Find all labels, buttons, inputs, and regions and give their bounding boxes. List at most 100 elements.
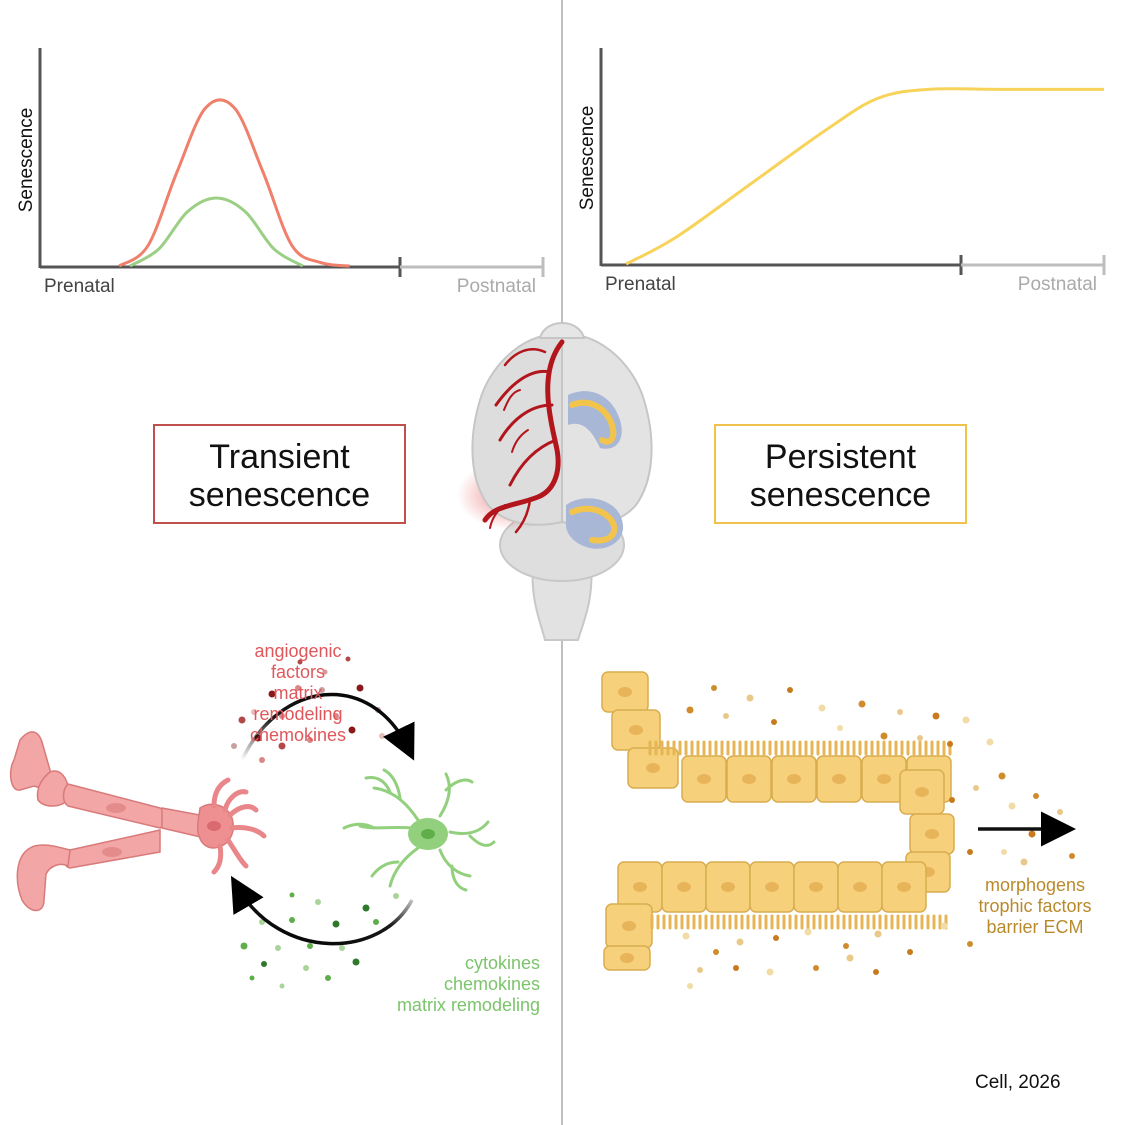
secreted-factor-dot	[687, 983, 693, 989]
label-item: chemokines	[443, 974, 540, 994]
secreted-factor-dot	[907, 949, 913, 955]
secreted-factor-dot	[818, 704, 826, 712]
secreted-factor-dot	[1069, 853, 1075, 859]
secreted-factor-dot	[940, 922, 948, 930]
cell-nucleus	[629, 725, 643, 735]
label-item: chemokines	[249, 725, 347, 745]
secreted-factor-dot	[897, 709, 903, 715]
olfactory-bulbs	[538, 322, 586, 339]
series-green-curve	[129, 196, 304, 268]
cell-nucleus	[897, 882, 911, 892]
secreted-factor-dot	[917, 735, 923, 741]
epithelium-secretion-labels: morphogens trophic factors barrier ECM	[955, 875, 1115, 938]
secreted-factor-dot	[711, 685, 717, 691]
secreted-factor-dot	[932, 712, 940, 720]
y-axis-label: Senescence	[16, 108, 37, 213]
cell-nucleus	[765, 882, 779, 892]
secreted-factor-dot	[736, 938, 744, 946]
secreted-factor-dot	[880, 732, 888, 740]
red-dots	[231, 656, 385, 763]
secreted-factor-dot	[873, 969, 879, 975]
secreted-factor-dot	[733, 965, 739, 971]
y-axis-label: Senescence	[577, 106, 598, 211]
label-item: morphogens	[984, 875, 1086, 895]
secreted-factor-dot	[947, 741, 953, 747]
secreted-factor-dot	[787, 687, 793, 693]
label-item: trophic factors	[978, 896, 1092, 916]
epithelium	[601, 671, 955, 971]
secreted-factor-dot	[843, 943, 849, 949]
neuron-nucleus	[421, 829, 435, 839]
vasculature	[482, 339, 565, 534]
secreted-factor-dot	[773, 935, 779, 941]
secreted-factor-dot	[682, 932, 690, 940]
box-title-line-2: senescence	[188, 476, 371, 514]
senescent-endothelial-cell	[196, 777, 267, 875]
secreted-factor-dot	[1001, 849, 1007, 855]
cell-nucleus	[925, 829, 939, 839]
cell-nucleus	[697, 774, 711, 784]
secreted-factor-dot	[813, 965, 819, 971]
endothelial-secretion-labels: angiogenic factors matrix remodeling che…	[228, 641, 368, 746]
arrow-neuron-to-red	[230, 875, 414, 946]
arrow-red-to-neuron	[240, 692, 415, 761]
secreted-factor-dot	[949, 797, 955, 803]
ventricles	[566, 391, 624, 549]
cell-nucleus	[721, 882, 735, 892]
secreted-factor-dot	[804, 928, 812, 936]
transient-senescence-box: Transient senescence	[153, 424, 406, 524]
cell-nucleus	[832, 774, 846, 784]
green-dots	[240, 892, 399, 989]
secreted-factor-dot	[697, 967, 703, 973]
box-title-line-1: Persistent	[764, 438, 917, 476]
endothelial-cells	[9, 731, 206, 912]
x-label-prenatal: Prenatal	[44, 276, 115, 297]
brain-illustration	[457, 322, 653, 641]
cell-nucleus	[915, 787, 929, 797]
cell-nucleus	[622, 921, 636, 931]
series-red-curve	[118, 98, 350, 268]
secreted-factor-dot	[1057, 809, 1063, 815]
cell-nucleus	[853, 882, 867, 892]
secreted-factor-dot	[746, 694, 754, 702]
cell-nucleus	[877, 774, 891, 784]
x-label-postnatal: Postnatal	[1018, 274, 1097, 295]
left-hemisphere	[471, 333, 563, 526]
cell-nucleus	[620, 953, 634, 963]
x-label-prenatal: Prenatal	[605, 274, 676, 295]
secreted-factor-dot	[973, 785, 979, 791]
secreted-factor-dot	[962, 716, 970, 724]
label-item: angiogenic factors	[254, 641, 342, 682]
cell-nucleus	[809, 882, 823, 892]
box-title-line-2: senescence	[749, 476, 932, 514]
cell-nucleus	[677, 882, 691, 892]
series-yellow-curve	[625, 87, 1104, 266]
secreted-factor-dot	[686, 706, 694, 714]
secreted-factor-dot	[846, 954, 854, 962]
neuron-secretion-labels: cytokines chemokines matrix remodeling	[340, 953, 540, 1016]
label-item: barrier ECM	[986, 917, 1084, 937]
secreted-factor-dot	[771, 719, 777, 725]
secreted-factor-dot	[837, 725, 843, 731]
secreted-factor-dot	[874, 930, 882, 938]
secreted-factor-dot	[986, 738, 994, 746]
secreted-factor-dot	[1020, 858, 1028, 866]
cell-nucleus	[618, 687, 632, 697]
secreted-factor-dot	[723, 713, 729, 719]
x-label-postnatal: Postnatal	[457, 276, 536, 297]
secreted-factor-dot	[1008, 802, 1016, 810]
cell-nucleus	[742, 774, 756, 784]
secreted-factor-dot	[967, 849, 973, 855]
label-item: matrix remodeling	[396, 995, 540, 1015]
secreted-factor-dot	[1028, 830, 1036, 838]
secreted-factor-dot	[998, 772, 1006, 780]
label-item: cytokines	[464, 953, 540, 973]
secreted-factor-dot	[858, 700, 866, 708]
secreted-factor-dot	[967, 941, 973, 947]
box-title-line-1: Transient	[209, 438, 350, 476]
secreted-factor-dot	[766, 968, 774, 976]
cell-nucleus	[787, 774, 801, 784]
gold-dots	[682, 685, 1075, 989]
chart-transient: Senescence Prenatal Postnatal	[16, 48, 545, 297]
